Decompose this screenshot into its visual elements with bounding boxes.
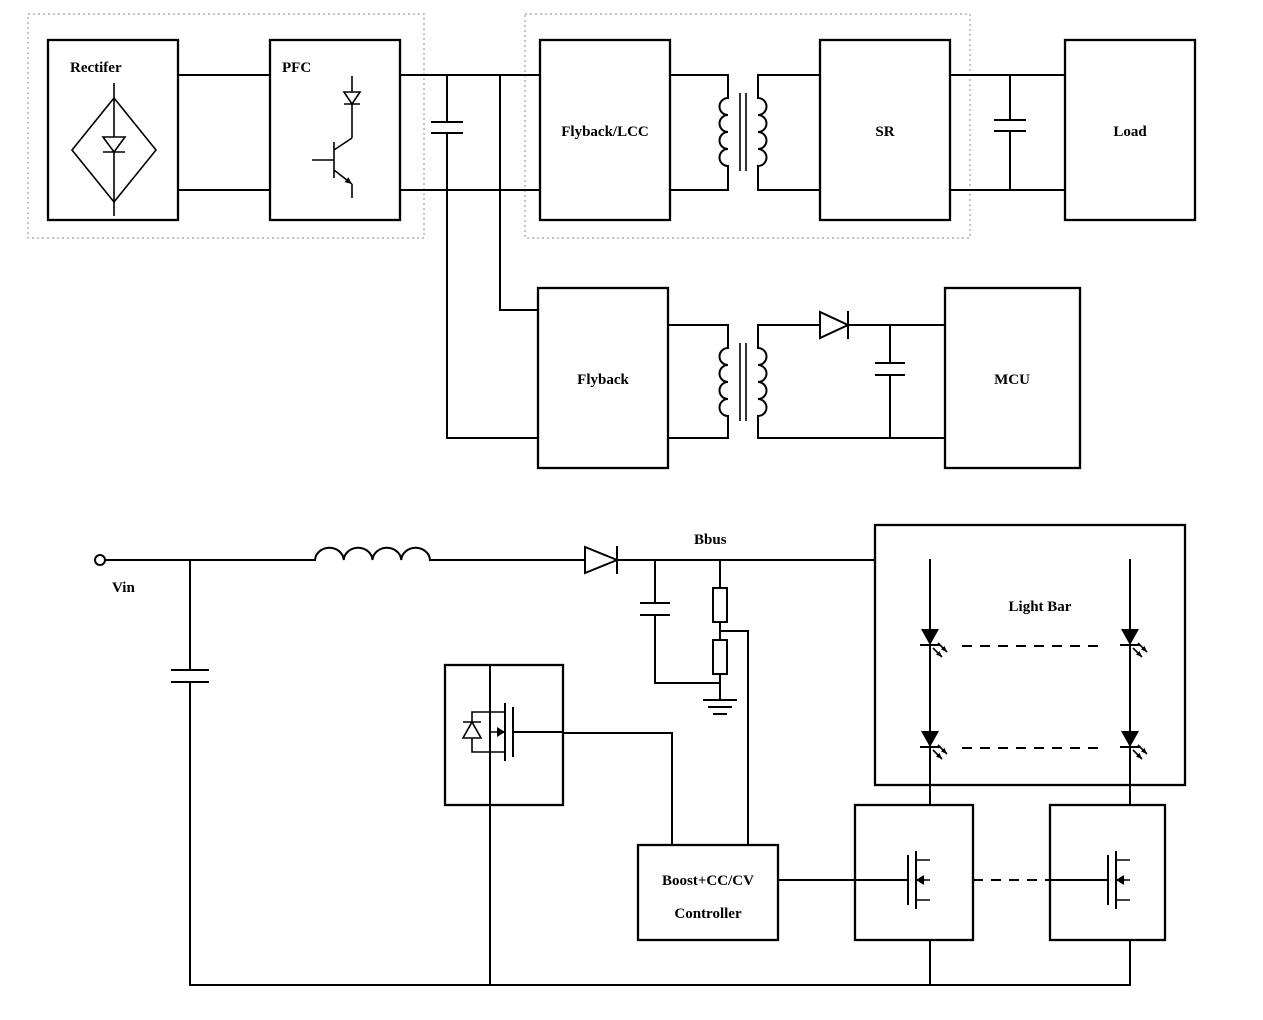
bbus-label: Bbus <box>694 532 727 548</box>
vin-terminal: Vin <box>94 554 135 596</box>
sr-block: SR <box>818 38 952 222</box>
feedback-wire <box>719 630 749 846</box>
sink-mosfet-box-1 <box>853 803 975 942</box>
sr-label: SR <box>875 124 894 140</box>
mcu-label: MCU <box>994 372 1030 388</box>
input-capacitor <box>171 559 209 986</box>
boost-inductor <box>313 546 432 562</box>
main-transformer-symbol <box>669 74 821 191</box>
output-capacitor <box>949 74 1066 191</box>
aux-transformer-symbol <box>667 324 946 439</box>
load-label: Load <box>1113 124 1147 140</box>
gate-drive-wire <box>562 732 673 846</box>
rectifier-block: Rectifer <box>46 38 180 222</box>
aux-output-capacitor <box>875 324 905 439</box>
isolation-stage-dotted-box <box>524 13 971 239</box>
top-bus-wires <box>177 74 541 191</box>
sink-mosfet-box-2 <box>1048 803 1167 942</box>
vin-label: Vin <box>112 580 135 596</box>
ground-symbol <box>703 699 737 715</box>
aux-rectifier-diode <box>819 310 946 340</box>
feedback-divider <box>703 559 749 846</box>
bbus-capacitor <box>640 559 721 684</box>
controller-block: Boost+CC/CV Controller <box>636 843 780 942</box>
flyback-lcc-label: Flyback/LCC <box>561 124 649 140</box>
controller-label-line1: Boost+CC/CV <box>662 873 754 889</box>
light-bar-label: Light Bar <box>1009 599 1072 615</box>
bus-capacitor <box>431 74 463 191</box>
rectifier-label: Rectifer <box>70 60 122 76</box>
sink-mosfet-symbol-1 <box>854 851 930 909</box>
pfc-switch-symbol <box>312 76 362 198</box>
sink-mosfet-symbol-2 <box>1049 851 1130 909</box>
pfc-label: PFC <box>282 60 311 76</box>
aux-tap-wires <box>446 74 539 439</box>
controller-label-line2: Controller <box>674 906 742 922</box>
mcu-block: MCU <box>943 286 1082 470</box>
bridge-rectifier-symbol <box>70 83 158 216</box>
flyback-label: Flyback <box>577 372 629 388</box>
flyback-block: Flyback <box>536 286 670 470</box>
pfc-block: PFC <box>268 38 402 222</box>
flyback-lcc-block: Flyback/LCC <box>538 38 672 222</box>
boost-mosfet-box <box>443 663 565 807</box>
boost-diode <box>584 545 620 575</box>
load-block: Load <box>1063 38 1197 222</box>
light-bar-box: Light Bar <box>873 523 1187 787</box>
